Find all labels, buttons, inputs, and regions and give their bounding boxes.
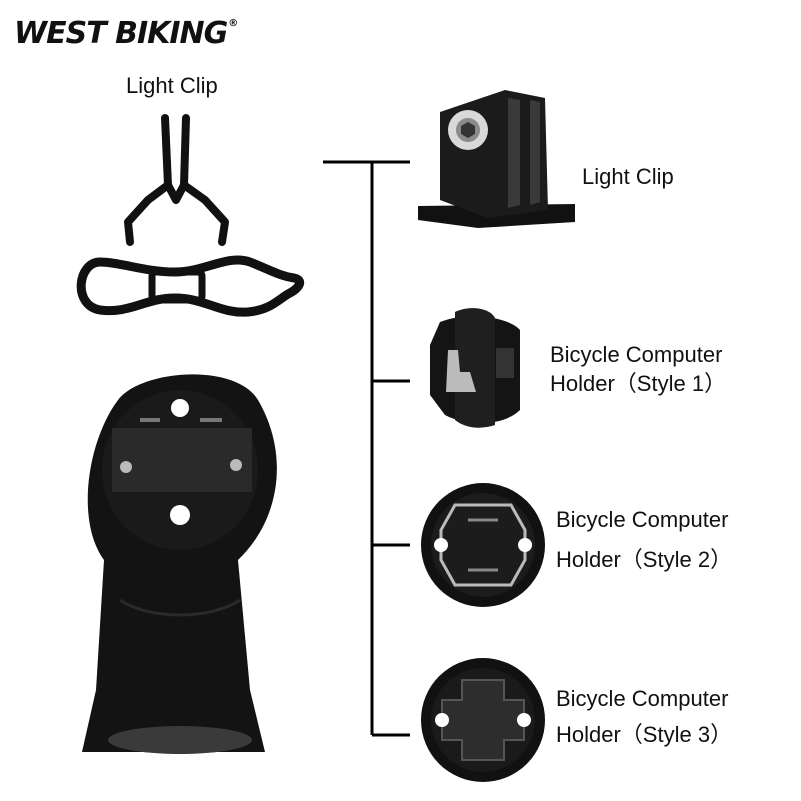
light-clip-top-label: Light Clip <box>126 73 218 98</box>
style1-label-line1: Bicycle Computer <box>550 342 723 367</box>
brand-logo: WEST BIKING® <box>14 16 238 51</box>
registered-mark: ® <box>228 18 238 29</box>
style3-label-line1: Bicycle Computer <box>556 686 729 711</box>
style3-label-line2: Holder（Style 3） <box>556 722 733 747</box>
brand-name: WEST BIKING <box>14 16 228 51</box>
style2-label-line1: Bicycle Computer <box>556 507 729 532</box>
light-clip-right-label: Light Clip <box>582 164 674 189</box>
style1-label-line2: Holder（Style 1） <box>550 371 727 396</box>
style2-label-line2: Holder（Style 2） <box>556 547 733 572</box>
strap-band-shape <box>76 255 305 317</box>
